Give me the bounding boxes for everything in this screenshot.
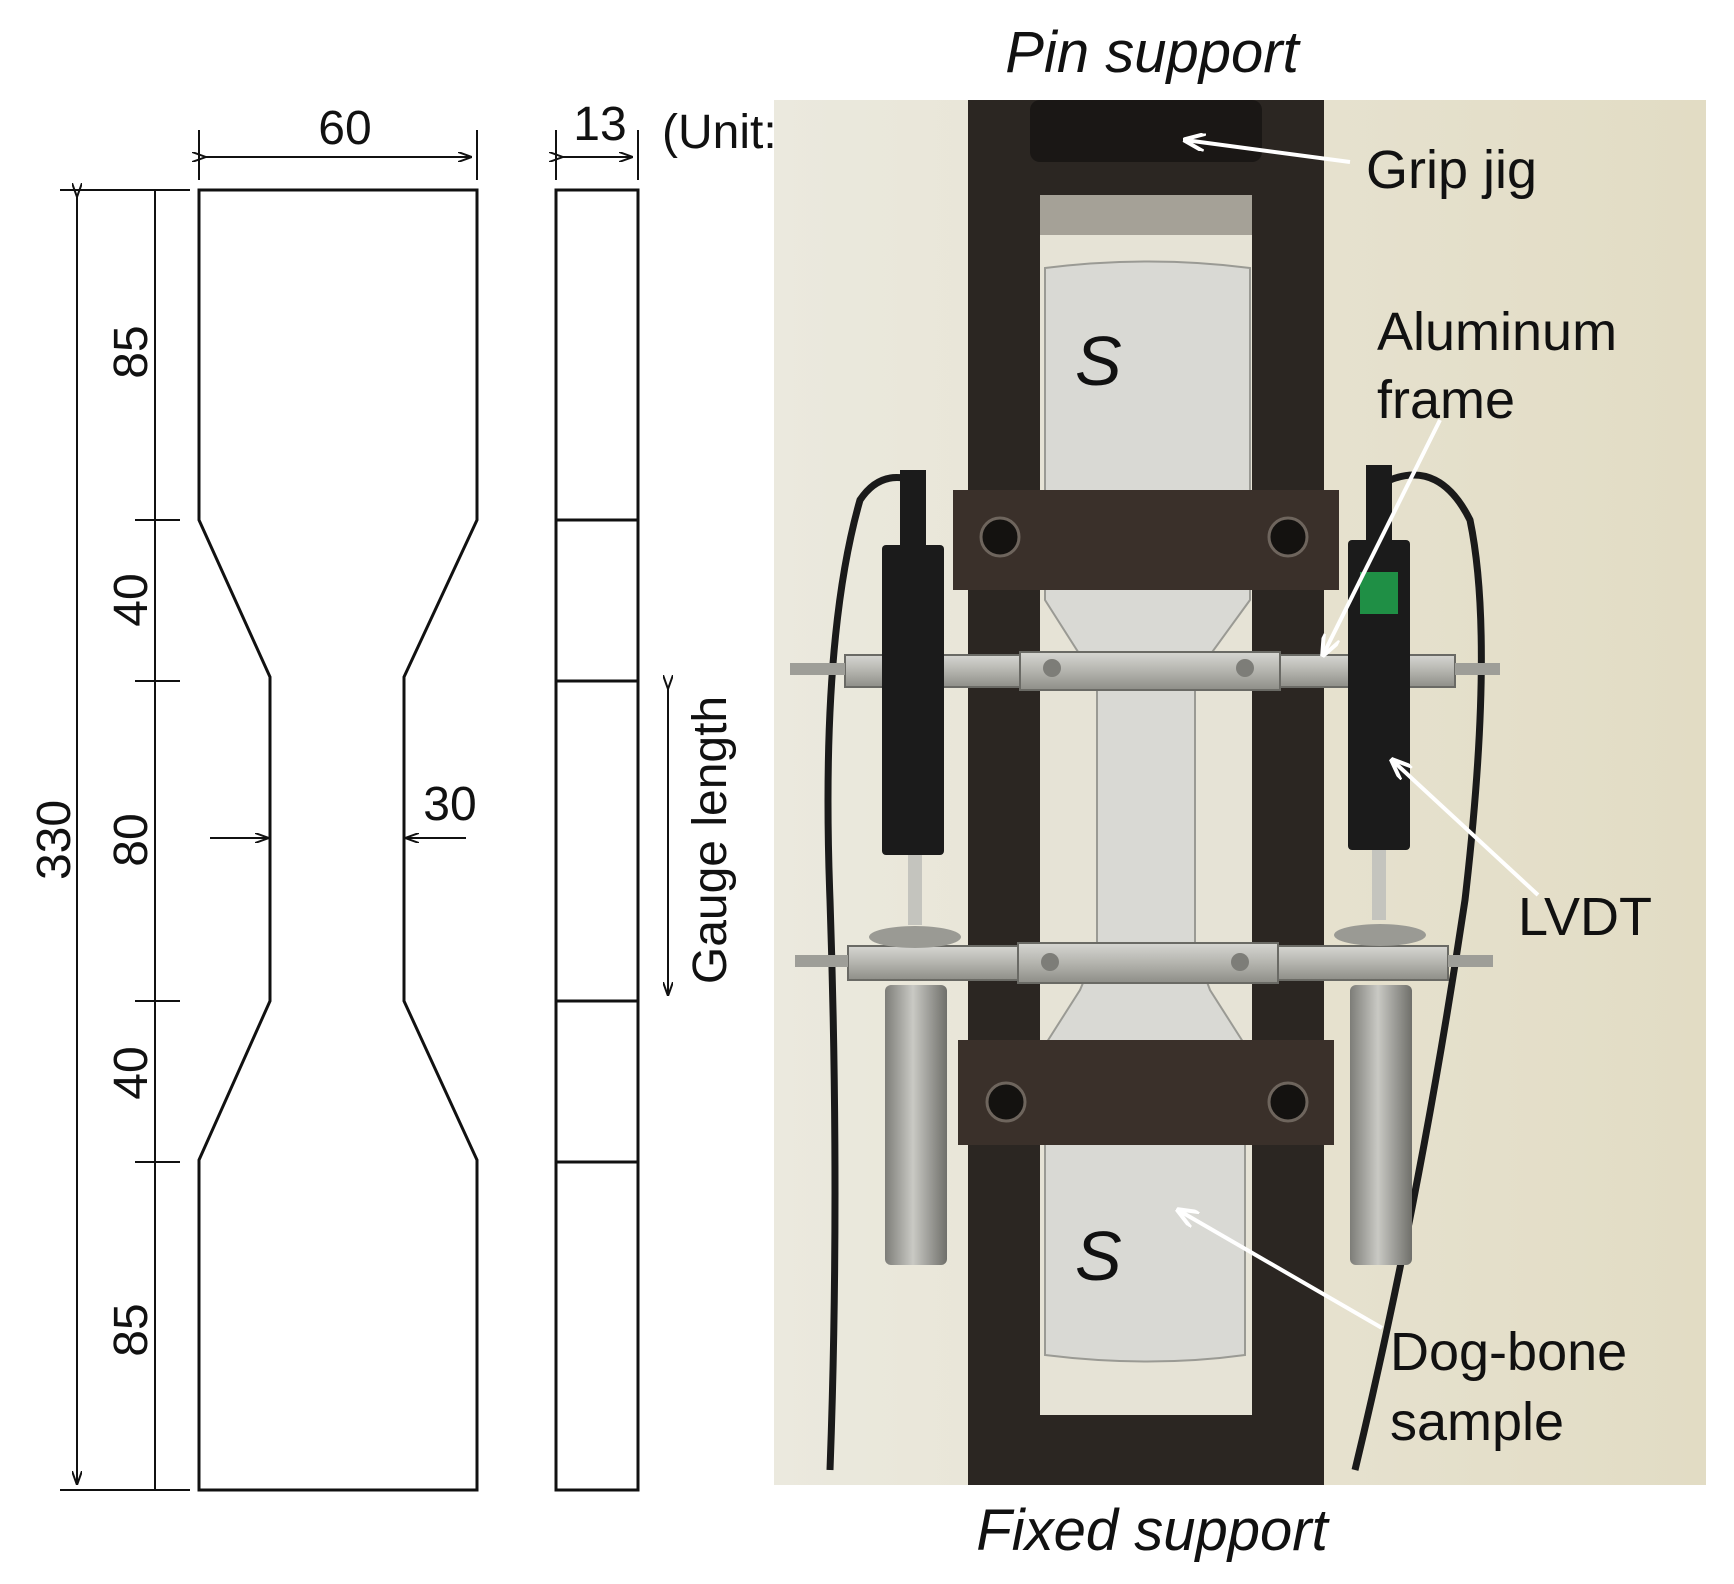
- wing-screw: [1043, 659, 1061, 677]
- sample-mark: S: [1075, 322, 1122, 400]
- steel-frame-bottom: [968, 1415, 1324, 1485]
- segment-label: 85: [105, 325, 158, 378]
- sample-mark: S: [1075, 1217, 1122, 1295]
- clamp-bolt: [979, 516, 1021, 558]
- wing-screw: [1236, 659, 1254, 677]
- clamp-bolt: [1267, 1081, 1309, 1123]
- lvdt-indicator: [1360, 572, 1398, 614]
- aluminum-cylinder-left: [885, 985, 947, 1265]
- lvdt-right-base: [1334, 924, 1426, 946]
- specimen-drawing: 60 13 (Unit: mm) 330 85 40 80 40 85 30 G…: [28, 98, 886, 1492]
- aluminum-frame-label: frame: [1377, 370, 1515, 430]
- segment-label: 40: [105, 1046, 158, 1099]
- clamp-bolt: [1267, 516, 1309, 558]
- clamp-bolt: [985, 1081, 1027, 1123]
- aluminum-frame-label: Aluminum: [1377, 302, 1617, 362]
- segment-label: 40: [105, 573, 158, 626]
- dog-bone-outline: [197, 188, 479, 1492]
- side-view-outline: [554, 188, 640, 1492]
- dog-bone-sample-label: sample: [1390, 1392, 1564, 1452]
- grip-jig: [1030, 100, 1262, 162]
- lvdt-left-base: [869, 926, 961, 948]
- wing-screw: [1041, 953, 1059, 971]
- test-setup-photo: S S: [774, 100, 1706, 1485]
- gauge-length-label: Gauge length: [684, 696, 737, 984]
- aluminum-frame-callout-arrow: [1323, 419, 1442, 655]
- pin-support-label: Pin support: [1005, 20, 1301, 85]
- aluminum-cylinder-right: [1350, 985, 1412, 1265]
- neck-width-label: 30: [423, 778, 476, 831]
- lvdt-callout-arrow: [1392, 760, 1540, 897]
- grip-jig-label: Grip jig: [1366, 140, 1537, 200]
- dog-bone-sample-label: Dog-bone: [1390, 1322, 1627, 1382]
- thickness-label: 13: [573, 98, 626, 151]
- steel-frame-right: [1252, 100, 1324, 1485]
- steel-frame-left: [968, 100, 1040, 1485]
- lvdt-cable-left: [824, 474, 914, 1471]
- segment-label: 80: [105, 813, 158, 866]
- lvdt-label: LVDT: [1518, 887, 1652, 947]
- segment-label: 85: [105, 1303, 158, 1356]
- grip-jig-callout-arrow: [1185, 140, 1351, 164]
- lvdt-left-body: [882, 545, 944, 855]
- fixed-support-label: Fixed support: [976, 1498, 1330, 1563]
- wing-screw: [1231, 953, 1249, 971]
- total-length-label: 330: [28, 800, 81, 880]
- width-label: 60: [318, 102, 371, 155]
- dog-bone-callout-arrow: [1178, 1210, 1384, 1330]
